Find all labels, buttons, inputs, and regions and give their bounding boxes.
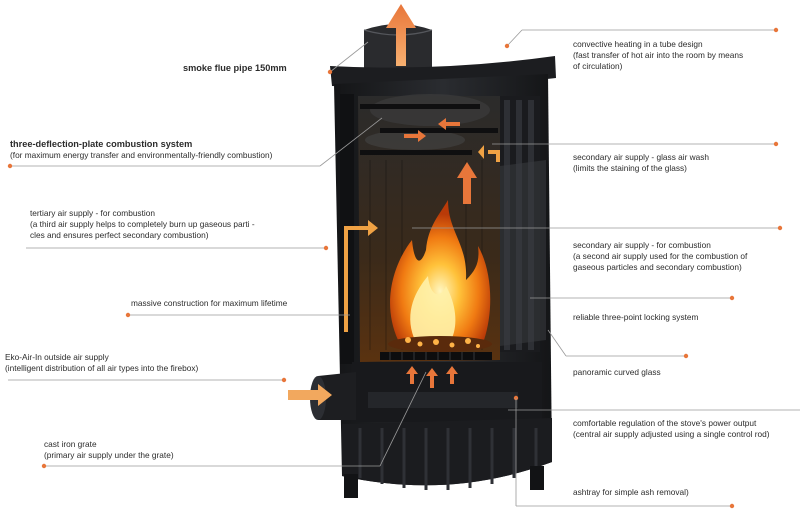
label-title: secondary air supply - for combustion — [573, 240, 711, 250]
label-massive-construction: massive construction for maximum lifetim… — [131, 298, 287, 309]
label-sub: of circulation) — [573, 61, 623, 71]
air-flow-arrow-icon — [386, 4, 416, 66]
label-sub: (fast transfer of hot air into the room … — [573, 50, 744, 60]
label-ashtray: ashtray for simple ash removal) — [573, 487, 689, 498]
air-flow-arrow-icon — [457, 162, 477, 204]
air-flow-arrows — [288, 4, 500, 406]
deflection-plate-1 — [360, 104, 480, 109]
air-flow-arrow-icon — [426, 368, 438, 388]
label-sub: (for maximum energy transfer and environ… — [10, 150, 273, 160]
label-convective-heating: convective heating in a tube design (fas… — [573, 39, 743, 72]
label-secondary-combustion: secondary air supply - for combustion (a… — [573, 240, 747, 273]
label-title: three-deflection-plate combustion system — [10, 139, 193, 149]
label-title: convective heating in a tube design — [573, 39, 703, 49]
label-three-deflection: three-deflection-plate combustion system… — [10, 139, 272, 161]
label-title: massive construction for maximum lifetim… — [131, 298, 288, 308]
label-tertiary-air: tertiary air supply - for combustion (a … — [30, 208, 255, 241]
air-flow-arrow-icon — [288, 384, 332, 406]
label-panoramic-glass: panoramic curved glass — [573, 367, 661, 378]
label-sub: (a third air supply helps to completely … — [30, 219, 255, 229]
air-flow-arrow-icon — [478, 145, 484, 159]
label-power-regulation: comfortable regulation of the stove's po… — [573, 418, 769, 440]
deflection-plate-3 — [360, 150, 472, 155]
label-secondary-glass: secondary air supply - glass air wash (l… — [573, 152, 709, 174]
label-sub: (primary air supply under the grate) — [44, 450, 174, 460]
deflection-plate-2 — [380, 128, 498, 133]
label-title: reliable three-point locking system — [573, 312, 699, 322]
ashtray — [368, 392, 518, 408]
label-title: cast iron grate — [44, 439, 97, 449]
label-title: smoke flue pipe 150mm — [183, 63, 287, 73]
label-title: tertiary air supply - for combustion — [30, 208, 155, 218]
label-smoke-flue: smoke flue pipe 150mm — [183, 63, 287, 74]
label-title: ashtray for simple ash removal) — [573, 487, 689, 497]
label-eko-air: Eko-Air-In outside air supply (intellige… — [5, 352, 198, 374]
air-flow-arrow-icon — [446, 366, 458, 384]
leader-lines — [7, 27, 800, 509]
label-title: panoramic curved glass — [573, 367, 661, 377]
label-sub: (central air supply adjusted using a sin… — [573, 429, 770, 439]
label-locking: reliable three-point locking system — [573, 312, 698, 323]
label-sub: (a second air supply used for the combus… — [573, 251, 748, 261]
label-sub: (intelligent distribution of all air typ… — [5, 363, 199, 373]
air-flow-arrow-icon — [406, 366, 418, 384]
label-sub: cles and ensures perfect secondary combu… — [30, 230, 209, 240]
air-flow-arrow-icon — [488, 150, 500, 162]
label-title: Eko-Air-In outside air supply — [5, 352, 109, 362]
air-flow-arrow-icon — [438, 118, 460, 130]
air-flow-arrow-icon — [368, 220, 378, 236]
air-flow-arrow-icon — [344, 226, 370, 332]
cast-iron-grate — [380, 352, 492, 360]
label-title: secondary air supply - glass air wash — [573, 152, 710, 162]
panoramic-glass — [500, 160, 546, 346]
label-sub: (limits the staining of the glass) — [573, 163, 687, 173]
stove-illustration — [310, 24, 556, 498]
label-title: comfortable regulation of the stove's po… — [573, 418, 757, 428]
air-flow-arrow-icon — [404, 130, 426, 142]
label-sub: gaseous particles and secondary combusti… — [573, 262, 742, 272]
label-cast-iron-grate: cast iron grate (primary air supply unde… — [44, 439, 174, 461]
